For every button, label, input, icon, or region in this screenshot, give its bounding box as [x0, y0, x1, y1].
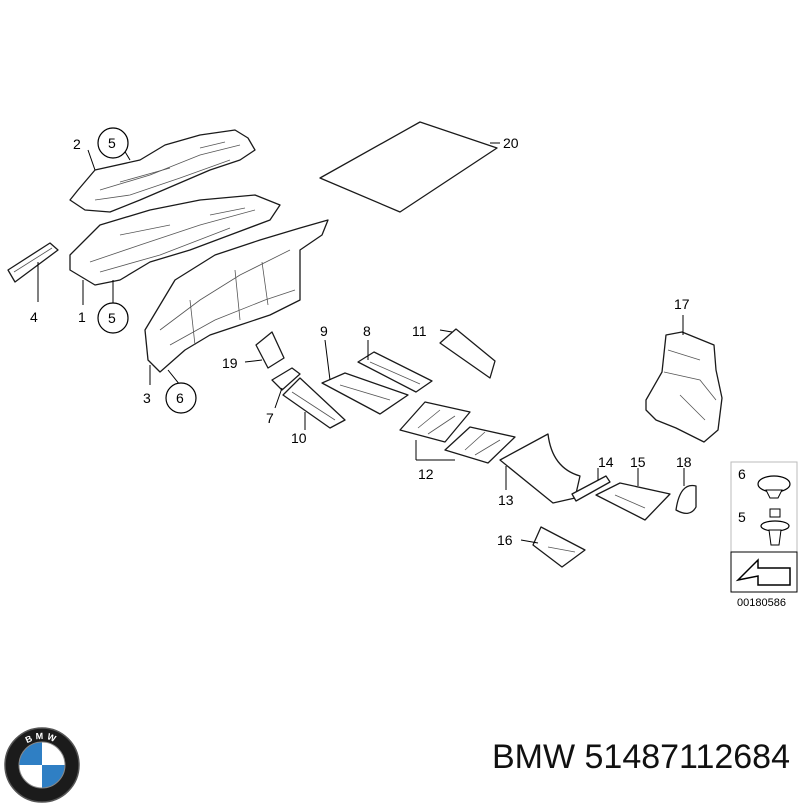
part-1-shape	[69, 194, 281, 286]
part-10-shape	[282, 377, 346, 429]
part-17-shape	[645, 331, 723, 443]
callout-12: 12	[418, 466, 434, 482]
part-9-shape	[321, 372, 409, 415]
brand-name: BMW	[491, 738, 576, 776]
callout-19: 19	[222, 355, 238, 371]
callout-6: 6	[176, 390, 184, 406]
bmw-logo: BMW	[4, 727, 80, 803]
callout-15: 15	[630, 454, 646, 470]
part-number-caption: BMW 51487112684	[492, 738, 790, 777]
part-4-shape	[7, 242, 59, 283]
callout-3: 3	[143, 390, 151, 406]
part-16-shape	[532, 526, 586, 568]
callout-bubble-6	[165, 382, 197, 414]
callout-17: 17	[674, 296, 690, 312]
callout-9: 9	[320, 323, 328, 339]
part-2-shape	[69, 129, 256, 213]
callout-20: 20	[503, 135, 519, 151]
bmw-logo-lettering: BMW	[24, 731, 60, 745]
fastener-legend	[730, 461, 798, 593]
callout-5-top: 5	[108, 135, 116, 151]
callout-14: 14	[598, 454, 614, 470]
part-19-shape	[255, 331, 285, 369]
part-8-shape	[357, 351, 433, 393]
callout-4: 4	[30, 309, 38, 325]
part-7-shape	[271, 367, 301, 391]
callout-bubble-5-top	[97, 127, 129, 159]
part-14-shape	[571, 475, 611, 502]
part-11-shape	[439, 328, 496, 379]
callout-10: 10	[291, 430, 307, 446]
callout-13: 13	[498, 492, 514, 508]
callout-5-mid: 5	[108, 310, 116, 326]
callout-18: 18	[676, 454, 692, 470]
callout-2: 2	[73, 136, 81, 152]
callout-11: 11	[412, 323, 427, 339]
part-13-shape	[499, 433, 581, 504]
part-12-shape	[399, 401, 516, 464]
part-15-shape	[595, 482, 671, 521]
callout-1: 1	[78, 309, 86, 325]
part-18-shape	[675, 484, 697, 514]
callout-16: 16	[497, 532, 513, 548]
callout-7: 7	[266, 410, 274, 426]
part-3-shape	[144, 219, 329, 373]
leader-lines	[37, 139, 685, 544]
diagram-code: 00180586	[737, 597, 786, 609]
callout-bubble-5-mid	[97, 302, 129, 334]
legend-label-5: 5	[738, 509, 746, 525]
callout-8: 8	[363, 323, 371, 339]
legend-label-6: 6	[738, 466, 746, 482]
part-number: 51487112684	[584, 738, 790, 776]
part-20-shape	[319, 121, 498, 213]
